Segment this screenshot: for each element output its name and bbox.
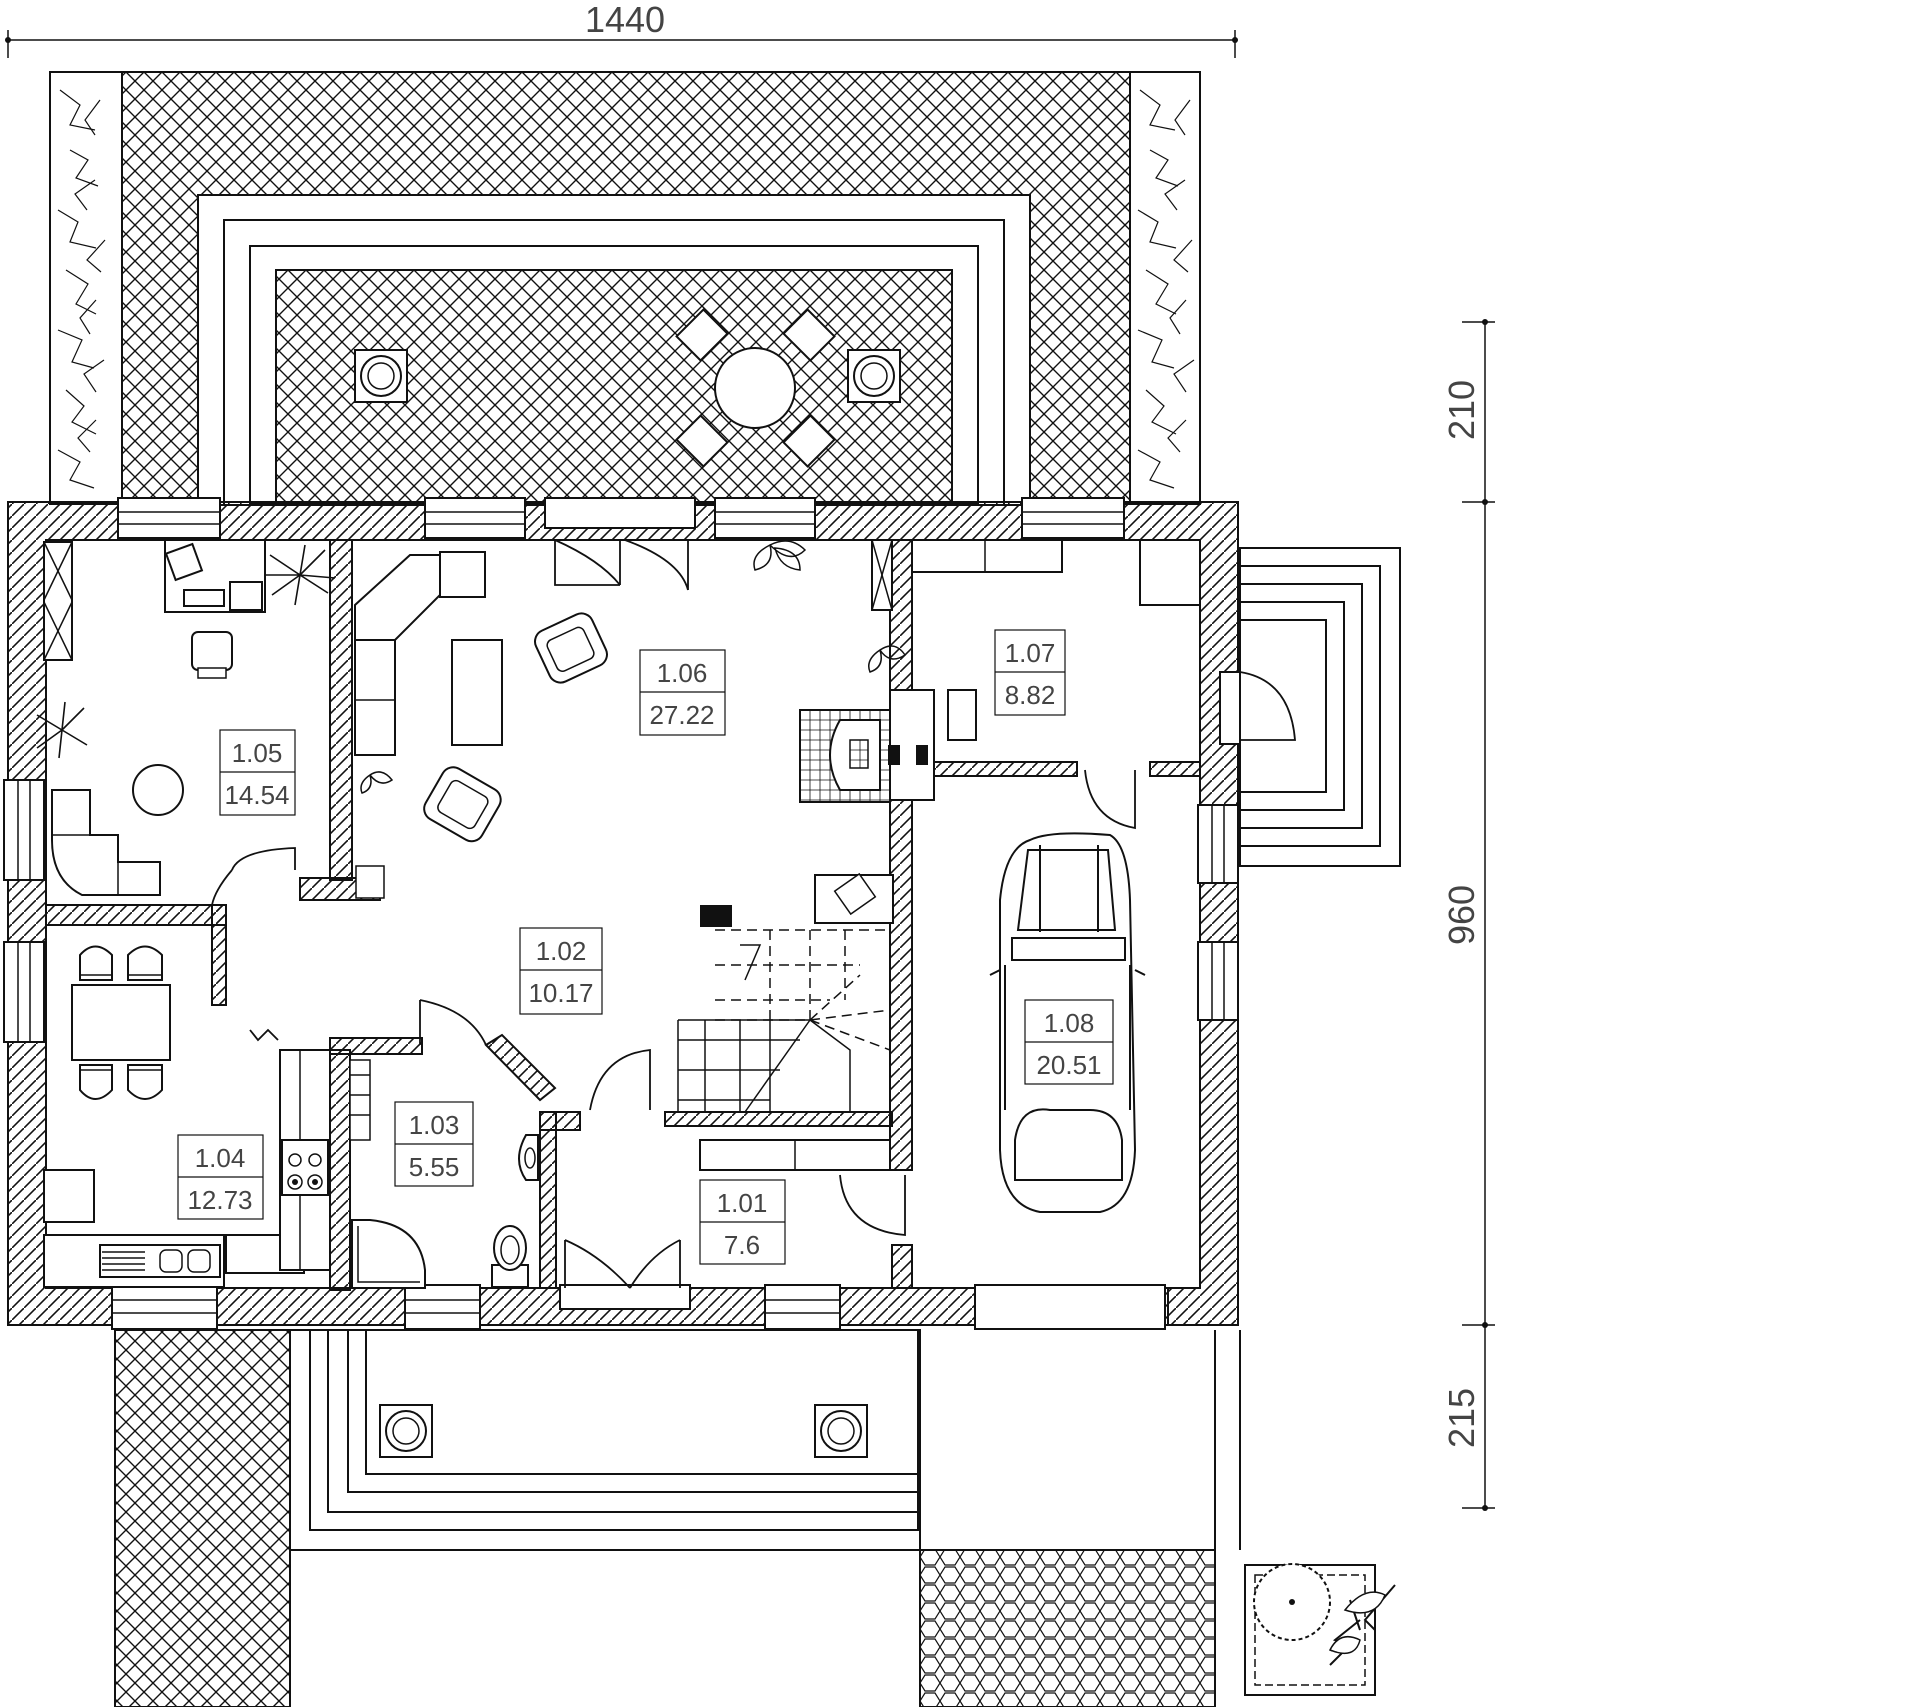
room-number: 1.07	[1005, 638, 1056, 668]
fireplace-icon	[799, 689, 977, 803]
dimension-right-bottom-label: 215	[1441, 1388, 1482, 1448]
top-terrace	[49, 71, 1201, 506]
chair-icon	[79, 945, 163, 1100]
room-number: 1.03	[409, 1110, 460, 1140]
toilet-icon	[491, 1225, 529, 1288]
room-number: 1.06	[657, 658, 708, 688]
armchair-icon	[423, 766, 502, 843]
room-area: 12.73	[187, 1185, 252, 1215]
room-number: 1.08	[1044, 1008, 1095, 1038]
lamp-icon	[814, 1404, 868, 1458]
plant-icon	[265, 544, 336, 606]
room-1-03-label: 1.03 5.55	[394, 1101, 474, 1187]
table-icon	[451, 639, 503, 746]
lamp-icon	[379, 1404, 433, 1458]
room-labels: 1.05 14.54 1.06 27.22 1.07 8.82 1.02 10.…	[177, 629, 1114, 1265]
room-area: 10.17	[528, 978, 593, 1008]
plant-icon	[360, 771, 394, 794]
shower-icon	[351, 1219, 426, 1289]
room-area: 8.82	[1005, 680, 1056, 710]
room-number: 1.01	[717, 1188, 768, 1218]
room-1-06-label: 1.06 27.22	[639, 649, 726, 736]
room-1-04-label: 1.04 12.73	[177, 1134, 264, 1220]
top-dimension: 1440	[5, 0, 1238, 58]
room-1-07-label: 1.07 8.82	[994, 629, 1066, 716]
room-number: 1.04	[195, 1143, 246, 1173]
kitchen-furniture	[43, 945, 331, 1288]
doors	[211, 539, 1296, 1289]
table-icon	[132, 764, 184, 816]
sofa-icon	[354, 551, 486, 756]
sofa-icon	[51, 789, 161, 896]
hedge-left	[57, 89, 106, 489]
stair-icon	[677, 872, 894, 1171]
right-dimension: 210 960 215	[1441, 319, 1495, 1511]
sink-icon	[518, 1134, 539, 1181]
living-furniture	[354, 539, 977, 899]
bottom-terrace	[114, 1329, 1396, 1707]
plant-icon	[36, 701, 88, 759]
dimension-right-top-label: 210	[1441, 380, 1482, 440]
dimension-right-middle-label: 960	[1441, 885, 1482, 945]
room-1-01-label: 1.01 7.6	[699, 1179, 786, 1265]
side-steps	[1239, 547, 1401, 867]
armchair-icon	[534, 612, 608, 684]
lamp-icon	[847, 349, 901, 403]
room-number: 1.02	[536, 936, 587, 966]
hedge-right	[1137, 89, 1195, 489]
room-1-02-label: 1.02 10.17	[519, 927, 603, 1015]
room-area: 20.51	[1036, 1050, 1101, 1080]
room-1-08-label: 1.08 20.51	[1024, 999, 1114, 1085]
table-icon	[675, 308, 836, 468]
room-area: 5.55	[409, 1152, 460, 1182]
room-area: 14.54	[224, 780, 289, 810]
room-area: 27.22	[649, 700, 714, 730]
table-icon	[71, 984, 171, 1061]
stove-icon	[281, 1139, 329, 1196]
room-number: 1.05	[232, 738, 283, 768]
plant-icon	[753, 540, 807, 571]
windows	[3, 497, 1241, 1330]
room-area: 7.6	[724, 1230, 760, 1260]
dimension-top-label: 1440	[585, 0, 665, 40]
armchair-icon	[191, 631, 233, 679]
study-furniture	[36, 539, 336, 896]
garage-furniture	[911, 539, 1201, 1213]
lamp-icon	[354, 349, 408, 403]
bathroom-furniture	[349, 1059, 539, 1289]
tree-icon	[1244, 1563, 1396, 1696]
room-1-05-label: 1.05 14.54	[219, 729, 296, 816]
sink-icon	[99, 1244, 221, 1278]
plant-icon	[868, 645, 907, 673]
